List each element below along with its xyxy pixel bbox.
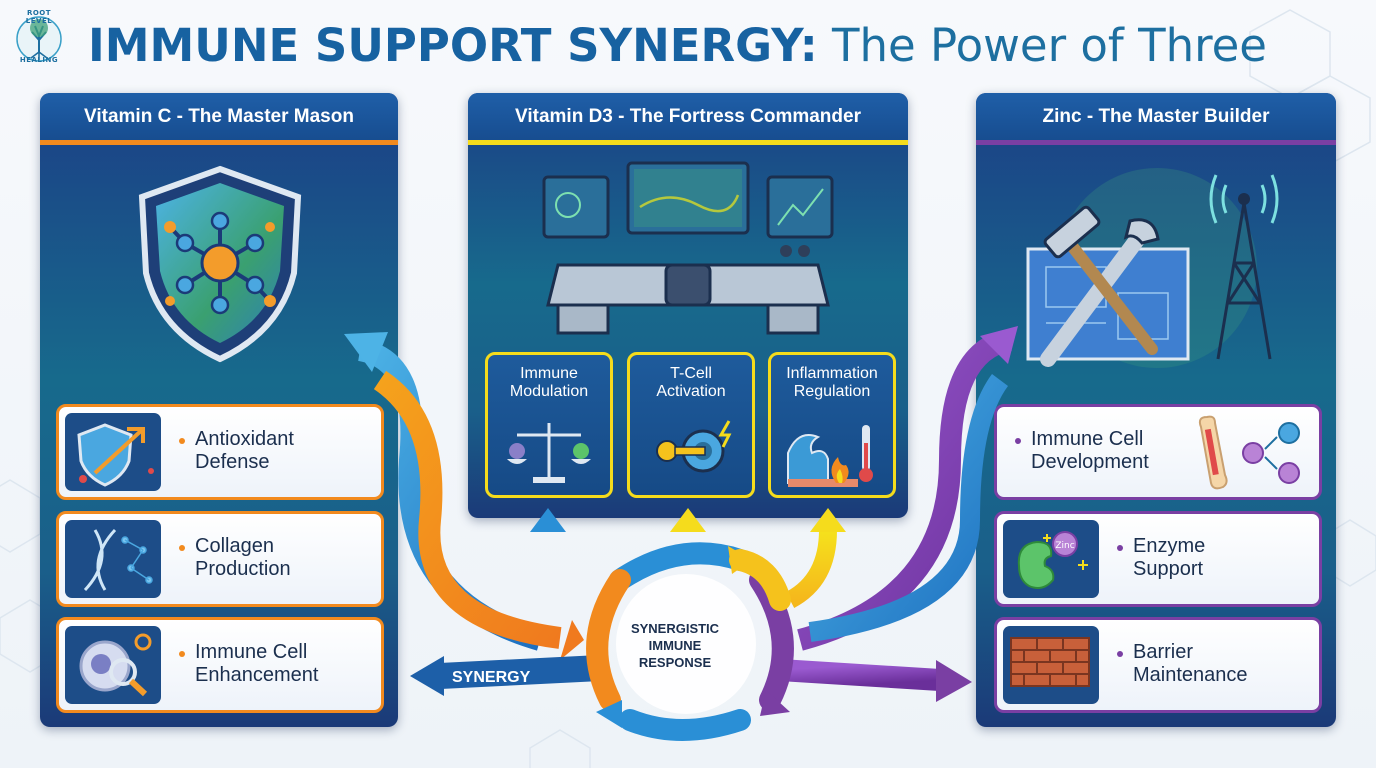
orange-arrowhead [560,620,584,660]
logo-text-top: ROOT LEVEL [25,9,53,25]
feature-line1: Barrier [1133,641,1194,663]
feature-line1: Immune Cell [195,641,308,663]
function-label: T-Cell Activation [630,365,752,401]
feature-line1: Enzyme [1133,535,1206,557]
bullet-dot [1117,651,1123,657]
center-line3: RESPONSE [638,655,712,670]
feature-antioxidant-defense: Antioxidant Defense [56,404,384,500]
center-line1: SYNERGISTIC [630,621,720,636]
vitamin-c-panel: Vitamin C - The Master Mason [40,93,398,727]
feature-line2: Enhancement [195,664,319,686]
function-line1: Inflammation [786,365,878,382]
feature-text: Antioxidant Defense [195,428,294,474]
immune-cell-magnifier-icon [65,626,161,704]
zinc-blob-label: Zinc [1055,541,1074,551]
bone-marrow-cells-icon [1198,415,1300,490]
function-inflammation-regulation: Inflammation Regulation [768,352,896,498]
shield-molecule-icon [138,165,302,363]
zinc-accent-bar [976,140,1336,145]
synergy-arrowhead [410,656,444,696]
brick-wall-icon [1003,626,1099,704]
vitamin-d3-title: Vitamin D3 - The Fortress Commander [468,93,908,140]
purple-arrowhead-top [980,326,1018,364]
center-line2: IMMUNE [648,638,702,653]
function-t-cell-activation: T-Cell Activation [627,352,755,498]
wave-flame-thermometer-icon [787,425,873,487]
feature-enzyme-support: Zinc Enzyme Support [994,511,1322,607]
bullet-dot [1117,545,1123,551]
synergy-label: SYNERGY [452,669,531,686]
bullet-dot [1015,438,1021,444]
dna-collagen-icon [65,520,161,598]
blue-up-arrowhead [530,508,566,532]
function-line1: Immune [520,365,578,382]
feature-line2: Production [195,558,291,580]
title-rest: The Power of Three [832,19,1267,72]
feature-text: Collagen Production [195,535,291,581]
purple-arrowhead-right [936,660,972,702]
function-label: Inflammation Regulation [771,365,893,401]
feature-line1: Antioxidant [195,428,294,450]
blueprint-tools-tower-icon [1026,168,1279,368]
function-line2: Activation [656,383,726,400]
function-line1: T-Cell [670,365,712,382]
function-line2: Modulation [509,383,589,400]
zinc-title: Zinc - The Master Builder [976,93,1336,140]
key-activation-icon [656,420,732,473]
feature-immune-cell-enhancement: Immune Cell Enhancement [56,617,384,713]
function-immune-modulation: Immune Modulation [485,352,613,498]
balance-scale-icon [507,423,591,483]
shield-arrows-icon [65,413,161,491]
feature-line2: Development [1031,451,1149,473]
logo-text-bottom: HEALING [19,56,59,64]
command-center-icon [542,161,834,335]
vitamin-d3-panel: Vitamin D3 - The Fortress Commander Immu… [468,93,908,518]
feature-line2: Support [1133,558,1204,580]
zinc-panel: Zinc - The Master Builder Immune Cell De… [976,93,1336,727]
vitamin-c-title: Vitamin C - The Master Mason [40,93,398,140]
page-title: IMMUNE SUPPORT SYNERGY: The Power of Thr… [88,18,1308,74]
function-label: Immune Modulation [488,365,610,401]
feature-text: Immune Cell Enhancement [195,641,318,687]
feature-line2: Defense [195,451,270,473]
bullet-dot [179,651,185,657]
bullet-dot [179,545,185,551]
root-level-healing-logo [16,16,62,62]
vitamin-c-accent-bar [40,140,398,145]
yellow-up-arrowhead-2 [810,508,846,532]
center-synergy-label: SYNERGISTIC IMMUNE RESPONSE [620,620,730,671]
yellow-up-arrowhead-1 [670,508,706,532]
feature-text: Immune Cell Development [1031,428,1149,474]
feature-text: Enzyme Support [1133,535,1205,581]
vitamin-d3-accent-bar [468,140,908,145]
function-line2: Regulation [793,383,871,400]
feature-barrier-maintenance: Barrier Maintenance [994,617,1322,713]
feature-collagen-production: Collagen Production [56,511,384,607]
feature-text: Barrier Maintenance [1133,641,1248,687]
bullet-dot [179,438,185,444]
feature-line1: Immune Cell [1031,428,1144,450]
title-strong: IMMUNE SUPPORT SYNERGY: [88,19,818,72]
feature-line1: Collagen [195,535,274,557]
feature-line2: Maintenance [1133,664,1248,686]
enzyme-zinc-icon: Zinc [1003,520,1099,598]
blue-arrowhead-left [344,332,388,372]
feature-immune-cell-development: Immune Cell Development [994,404,1322,500]
